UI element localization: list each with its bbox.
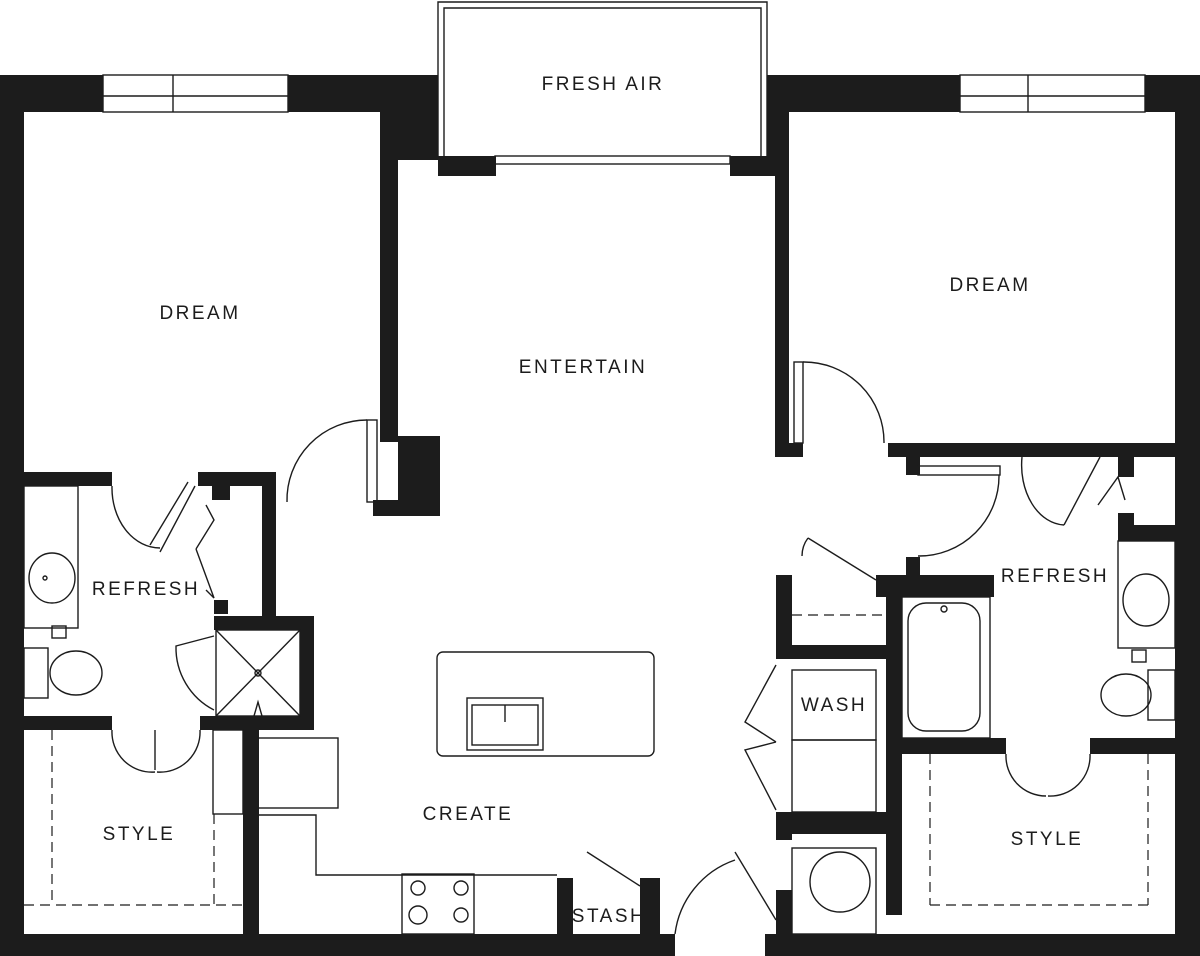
room-label-entertain: ENTERTAIN xyxy=(519,357,647,378)
interior-walls xyxy=(0,112,1175,934)
balcony-outline xyxy=(437,1,778,176)
room-label-dream-right: DREAM xyxy=(949,275,1030,296)
room-label-style-right: STYLE xyxy=(1011,829,1084,850)
room-label-refresh-right: REFRESH xyxy=(1001,566,1109,587)
room-label-style-left: STYLE xyxy=(103,824,176,845)
room-label-create: CREATE xyxy=(423,804,514,825)
room-labels: FRESH AIR DREAM ENTERTAIN DREAM REFRESH … xyxy=(92,74,1109,927)
room-label-wash: WASH xyxy=(801,695,867,716)
windows xyxy=(102,74,1146,165)
room-label-dream-left: DREAM xyxy=(159,303,240,324)
fixtures xyxy=(23,485,1176,935)
doors xyxy=(111,361,1126,935)
room-label-stash: STASH xyxy=(572,906,646,927)
room-label-refresh-left: REFRESH xyxy=(92,579,200,600)
exterior-walls xyxy=(0,75,1200,956)
room-label-fresh-air: FRESH AIR xyxy=(542,74,665,95)
